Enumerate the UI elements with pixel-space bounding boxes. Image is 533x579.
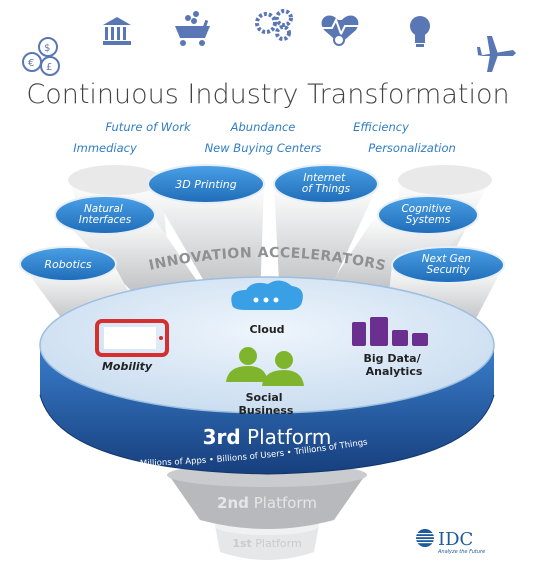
idc-logo-tagline: Analyze the Future [437, 549, 485, 555]
accelerator-iot-line1: Internet [303, 172, 346, 184]
svg-text:3rd Platform: 3rd Platform [203, 425, 332, 449]
svg-text:£: £ [46, 62, 52, 73]
pillar-big-data: Big Data/ Analytics [364, 352, 425, 378]
platform-3: 3rd Platform Millions of Apps • Billions… [39, 276, 495, 475]
globe-icon [414, 529, 436, 547]
accelerator-natural-line1: Natural [84, 203, 123, 215]
platform-1-text: Platform [255, 537, 301, 550]
pillar-big-data-line1: Big Data/ [364, 352, 422, 365]
pillar-social-line1: Social [246, 391, 283, 404]
page-title: Continuous Industry Transformation [26, 79, 509, 110]
accelerator-security: Next Gen Security [422, 253, 475, 276]
idc-logo-name: IDC [438, 529, 473, 550]
people-icon [226, 347, 304, 386]
mobile-device-icon [95, 319, 169, 357]
pillar-mobility: Mobility [102, 360, 153, 373]
health-icon [320, 15, 360, 46]
accelerator-iot: Internet of Things [302, 172, 351, 195]
platform-1-num: 1st [232, 537, 251, 550]
cloud-icon [231, 280, 303, 310]
bank-icon [103, 17, 131, 45]
platform-2-num: 2nd [217, 494, 249, 512]
trend-label: Future of Work [105, 120, 192, 134]
accelerator-cognitive: Cognitive Systems [401, 203, 454, 226]
svg-text:1st Platform: 1st Platform [232, 537, 301, 550]
pillar-social-line2: Business [239, 404, 294, 417]
accelerator-cognitive-line2: Systems [406, 214, 451, 226]
accelerator-natural-interfaces: Natural Interfaces [79, 203, 132, 226]
trend-label: Personalization [368, 141, 456, 155]
trend-label: Efficiency [353, 120, 409, 134]
accelerator-security-line1: Next Gen [422, 253, 471, 265]
idc-logo: IDC Analyze the Future [414, 529, 485, 555]
lightbulb-icon [410, 16, 430, 47]
pillar-cloud: Cloud [249, 323, 284, 336]
shopping-cart-icon [175, 11, 210, 46]
airplane-icon [477, 36, 516, 72]
currency-icon: € $ £ [22, 37, 60, 76]
trend-label: Abundance [230, 120, 296, 134]
trend-label: New Buying Centers [205, 141, 322, 155]
platform-3-num: 3rd [203, 425, 241, 449]
bar-chart-icon [352, 317, 428, 346]
accelerator-3d-printing: 3D Printing [175, 178, 236, 191]
accelerator-caps: 3D Printing Internet of Things Natural I… [19, 164, 505, 284]
gears-icon [255, 9, 293, 41]
platform-2-text: Platform [254, 494, 317, 512]
accelerator-cognitive-line1: Cognitive [401, 203, 451, 215]
svg-text:$: $ [44, 43, 50, 54]
accelerator-natural-line2: Interfaces [79, 214, 132, 226]
accelerator-robotics: Robotics [44, 258, 92, 271]
trend-label: Immediacy [73, 141, 137, 155]
svg-text:€: € [28, 58, 34, 69]
pillar-social-business: Social Business [239, 391, 294, 417]
pillar-big-data-line2: Analytics [366, 365, 423, 378]
accelerator-security-line2: Security [426, 264, 470, 276]
platform-3-text: Platform [247, 425, 331, 449]
accelerator-iot-line2: of Things [302, 183, 351, 195]
svg-text:2nd Platform: 2nd Platform [217, 494, 317, 512]
